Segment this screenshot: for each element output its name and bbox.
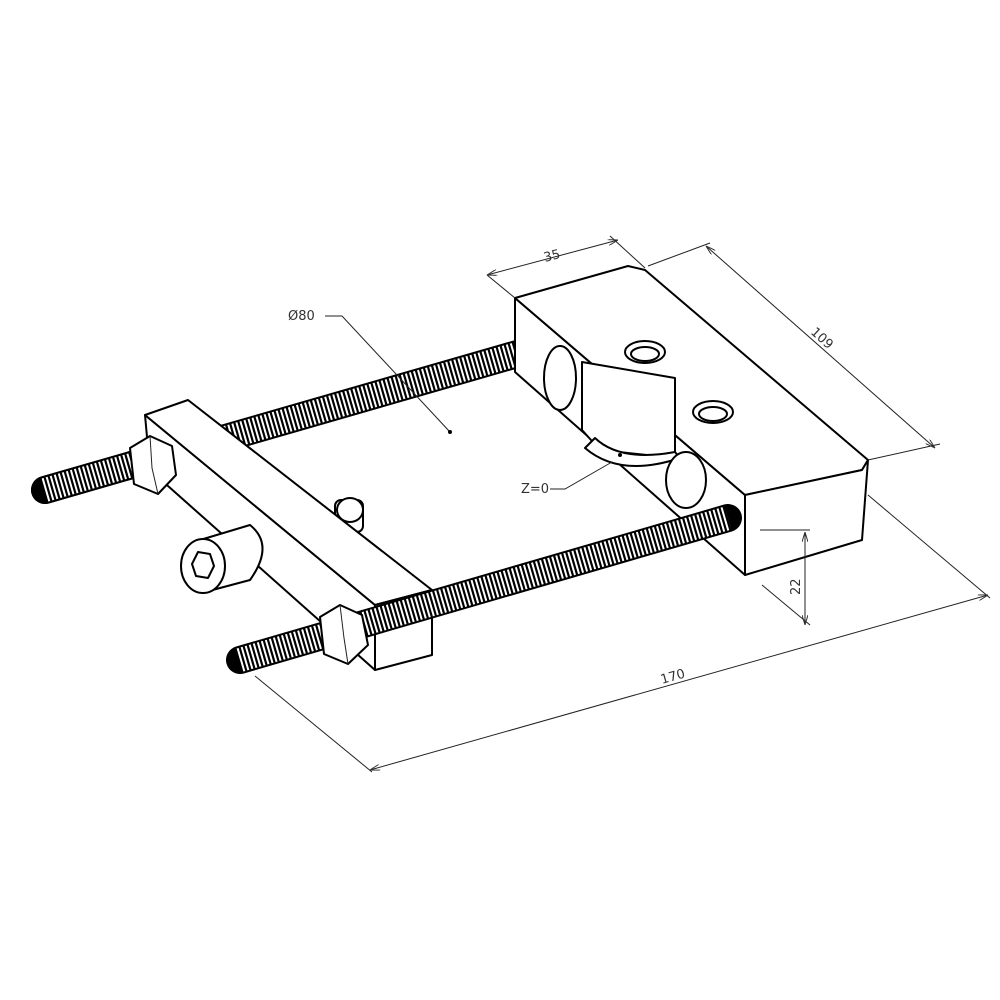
dimension-35-label: 35: [542, 247, 562, 266]
dimension-109-label: 109: [807, 325, 835, 353]
z-zero-label: Z=0: [521, 482, 549, 497]
dimension-109: [647, 242, 941, 461]
mounting-hole-icon: [624, 340, 666, 364]
mounting-hole-icon: [692, 400, 734, 424]
hex-socket-icon: [191, 551, 215, 579]
dimension-170-label: 170: [659, 667, 687, 688]
upper-rod-end: [31, 450, 149, 504]
hex-nut-lower: [319, 604, 369, 665]
diameter-leader: [325, 315, 452, 434]
dimension-170: [254, 494, 991, 773]
diameter-label: Ø80: [288, 309, 315, 324]
hex-nut-upper: [129, 435, 177, 495]
cap-screw: [180, 524, 264, 594]
dimension-22-label: 22: [789, 578, 804, 595]
z-zero-leader: [550, 461, 613, 490]
dimension-35: [487, 235, 646, 299]
